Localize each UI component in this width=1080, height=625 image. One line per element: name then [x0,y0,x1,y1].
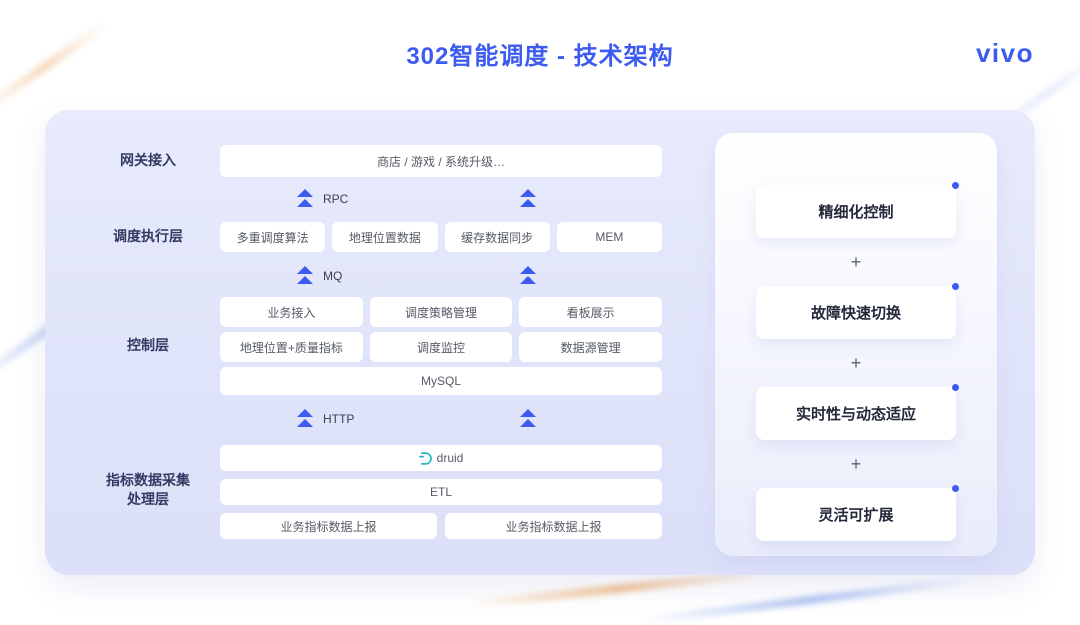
connector-http: HTTP [220,408,662,430]
up-arrow-icon [520,189,536,209]
etl-box: ETL [220,479,662,505]
background-streak [640,575,980,625]
feature-label: 灵活可扩展 [818,507,894,524]
layer-label-collection-line2: 处理层 [127,491,169,507]
dot-icon [952,283,959,290]
control-row-1: 业务接入 调度策略管理 看板展示 [220,297,663,327]
diagram-box: 看板展示 [519,297,663,327]
druid-label: druid [436,451,464,465]
diagram-box: 数据源管理 [519,332,663,362]
connector-label-mq: MQ [323,269,343,283]
architecture-panel: 网关接入 商店 / 游戏 / 系统升级… RPC 调度执行层 多重调度算法 地理… [45,110,1035,575]
gateway-row: 商店 / 游戏 / 系统升级… [220,145,662,177]
feature-card: 灵活可扩展 [756,485,959,541]
connector-mq: MQ [220,265,662,287]
vivo-logo: vivo [975,38,1034,68]
page-title: 302智能调度 - 技术架构 [406,43,674,70]
druid-icon [418,451,432,465]
feature-card: 精细化控制 [756,182,959,238]
control-row-3: MySQL [220,367,662,395]
exec-layer-row: 多重调度算法 地理位置数据 缓存数据同步 MEM [220,222,662,252]
up-arrow-icon [297,409,313,429]
etl-row: ETL [220,479,662,505]
connector-rpc: RPC [220,188,662,210]
diagram-box: 调度策略管理 [369,297,513,327]
control-row-2: 地理位置+质量指标 调度监控 数据源管理 [220,332,663,362]
feature-label: 故障快速切换 [810,305,901,322]
plus-separator: + [850,251,862,272]
layer-label-gateway: 网关接入 [120,152,176,168]
connector-label-http: HTTP [323,412,355,426]
report-box: 业务指标数据上报 [220,513,437,539]
mysql-box: MySQL [220,367,662,395]
layer-label-collection: 指标数据采集 处理层 [73,471,223,509]
up-arrow-icon [520,266,536,286]
report-box: 业务指标数据上报 [445,513,662,539]
up-arrow-icon [297,189,313,209]
gateway-box: 商店 / 游戏 / 系统升级… [220,145,662,177]
dot-icon [952,384,959,391]
diagram-box: MEM [556,222,662,252]
report-row: 业务指标数据上报 业务指标数据上报 [220,513,662,539]
diagram-box: 调度监控 [369,332,513,362]
druid-box: druid [220,445,662,471]
feature-card: 实时性与动态适应 [756,384,959,440]
layer-label-exec: 调度执行层 [113,228,183,244]
diagram-box: 业务接入 [220,297,363,327]
feature-label: 实时性与动态适应 [795,406,916,423]
diagram-box: 缓存数据同步 [444,222,550,252]
feature-label: 精细化控制 [818,204,894,221]
up-arrow-icon [520,409,536,429]
diagram-box: 地理位置数据 [332,222,438,252]
connector-label-rpc: RPC [323,192,349,206]
diagram-box: 地理位置+质量指标 [220,332,363,362]
plus-separator: + [850,453,862,474]
layer-label-collection-line1: 指标数据采集 [106,472,190,488]
plus-separator: + [850,352,862,373]
up-arrow-icon [297,266,313,286]
druid-row: druid [220,445,662,471]
diagram-box: 多重调度算法 [220,222,326,252]
feature-card: 故障快速切换 [756,283,959,339]
features-panel: 精细化控制 + 故障快速切换 + 实时性与动态适应 + 灵活可扩展 [715,133,997,556]
dot-icon [952,485,959,492]
layer-label-control: 控制层 [127,337,169,353]
dot-icon [952,182,959,189]
